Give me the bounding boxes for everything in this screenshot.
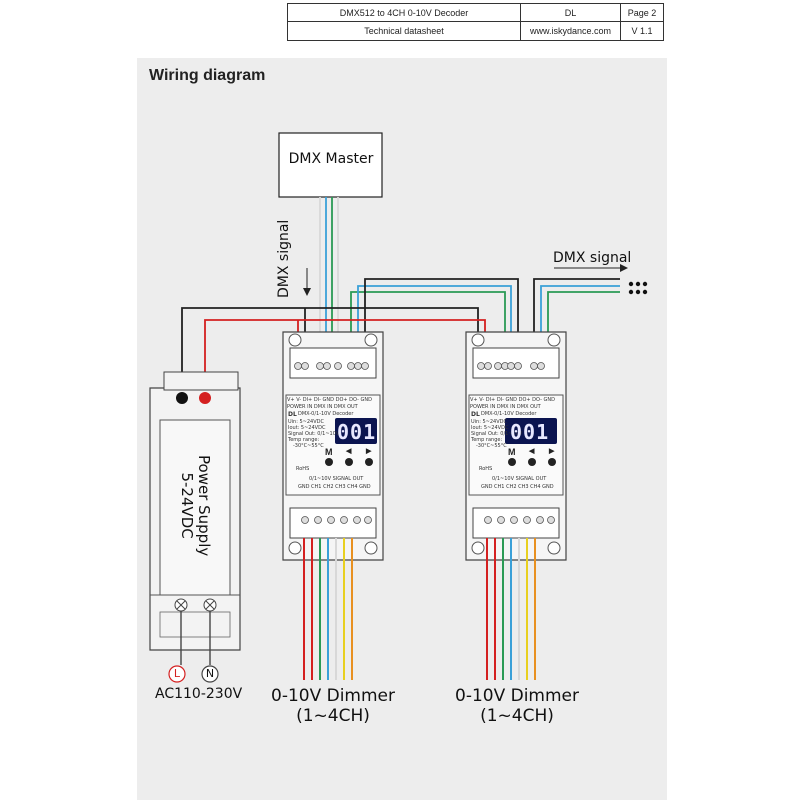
decoder-1-body — [282, 331, 384, 561]
decoder-1-right-button[interactable]: ▶ — [366, 448, 372, 455]
header-brand: DL — [521, 4, 621, 22]
header-product: DMX512 to 4CH 0-10V Decoder — [288, 4, 521, 22]
datasheet-header: DMX512 to 4CH 0-10V Decoder DL Page 2 Te… — [287, 3, 664, 41]
power-supply-label: Power Supply 5-24VDC — [178, 455, 213, 557]
power-supply-unit — [149, 371, 241, 683]
decoder-1-left-button[interactable]: ◀ — [346, 448, 352, 455]
dmx-master-label: DMX Master — [288, 151, 374, 167]
dmx-input-wires — [319, 197, 339, 350]
decoder-1-mode-button[interactable]: M — [325, 447, 333, 457]
decoder-2-display: 001 — [510, 420, 550, 444]
section-title: Wiring diagram — [149, 67, 266, 84]
decoder-1-spec-iout: Iout: 5~24VDC — [288, 425, 326, 431]
dmx-chain-wires — [350, 278, 519, 350]
decoder-1-spec-temp: Temp range: — [288, 437, 320, 443]
decoder-2-spec-uin: Uin: 5~24VDC — [471, 419, 507, 425]
decoder-1-spec-temp-range: -30°C~55°C — [293, 443, 324, 449]
dimmer-1-label: 0-10V Dimmer (1~4CH) — [258, 686, 408, 726]
terminal-screws — [294, 362, 555, 524]
decoder-2-right-button[interactable]: ▶ — [549, 448, 555, 455]
decoder-1-rohs: RoHS — [296, 466, 310, 472]
neutral-terminal-label: N — [205, 667, 215, 680]
dmx-master-box — [278, 132, 383, 198]
decoder-2-spec-temp: Temp range: — [471, 437, 503, 443]
decoder-1-brand: DL — [288, 411, 297, 418]
decoder-1-model: DMX-0/1-10V Decoder — [298, 411, 354, 417]
decoder-1-bottom-terminals: GND CH1 CH2 CH3 CH4 GND — [298, 484, 371, 490]
dmx-output-wires — [533, 278, 620, 350]
decoder-1-output-wires — [303, 538, 353, 680]
decoder-1-top-groups: POWER IN DMX IN DMX OUT — [287, 404, 358, 410]
dimmer-2-channels: (1~4CH) — [480, 706, 554, 726]
power-supply-title: Power Supply — [195, 455, 213, 557]
live-terminal-label: L — [173, 667, 181, 680]
dmx-signal-in-label: DMX signal — [276, 219, 292, 298]
decoder-1-display: 001 — [337, 420, 377, 444]
header-doc-type: Technical datasheet — [288, 22, 521, 40]
decoder-2-brand: DL — [471, 411, 480, 418]
decoder-1-bottom-title: 0/1~10V SIGNAL OUT — [309, 476, 364, 482]
decoder-2-spec-signal: Signal Out: 0/1~10V — [471, 431, 523, 437]
dmx-signal-out-label: DMX signal — [553, 250, 632, 266]
decoder-2-top-terminals: V+ V- DI+ DI- GND DO+ DO- GND — [470, 397, 555, 403]
decoder-1-spec-signal: Signal Out: 0/1~10V — [288, 431, 340, 437]
dimmer-1-channels: (1~4CH) — [296, 706, 370, 726]
decoder-2-output-wires — [486, 538, 536, 680]
decoder-2-top-groups: POWER IN DMX IN DMX OUT — [470, 404, 541, 410]
ac-input-label: AC110-230V — [155, 686, 243, 702]
dimmer-1-title: 0-10V Dimmer — [271, 686, 395, 706]
decoder-2-spec-iout: Iout: 5~24VDC — [471, 425, 509, 431]
decoder-2-model: DMX-0/1-10V Decoder — [481, 411, 537, 417]
decoder-1-spec-uin: Uin: 5~24VDC — [288, 419, 324, 425]
decoder-2-bottom-title: 0/1~10V SIGNAL OUT — [492, 476, 547, 482]
decoder-2-mode-button[interactable]: M — [508, 447, 516, 457]
header-page: Page 2 — [621, 4, 663, 22]
header-website: www.iskydance.com — [521, 22, 621, 40]
dimmer-2-label: 0-10V Dimmer (1~4CH) — [442, 686, 592, 726]
decoder-2-rohs: RoHS — [479, 466, 493, 472]
dimmer-2-title: 0-10V Dimmer — [455, 686, 579, 706]
decoder-2-bottom-terminals: GND CH1 CH2 CH3 CH4 GND — [481, 484, 554, 490]
decoder-2-left-button[interactable]: ◀ — [529, 448, 535, 455]
decoder-1-top-terminals: V+ V- DI+ DI- GND DO+ DO- GND — [287, 397, 372, 403]
header-version: V 1.1 — [631, 26, 653, 36]
more-devices-dots — [628, 281, 648, 295]
power-supply-voltage: 5-24VDC — [178, 472, 196, 539]
decoder-2-spec-temp-range: -30°C~55°C — [476, 443, 507, 449]
